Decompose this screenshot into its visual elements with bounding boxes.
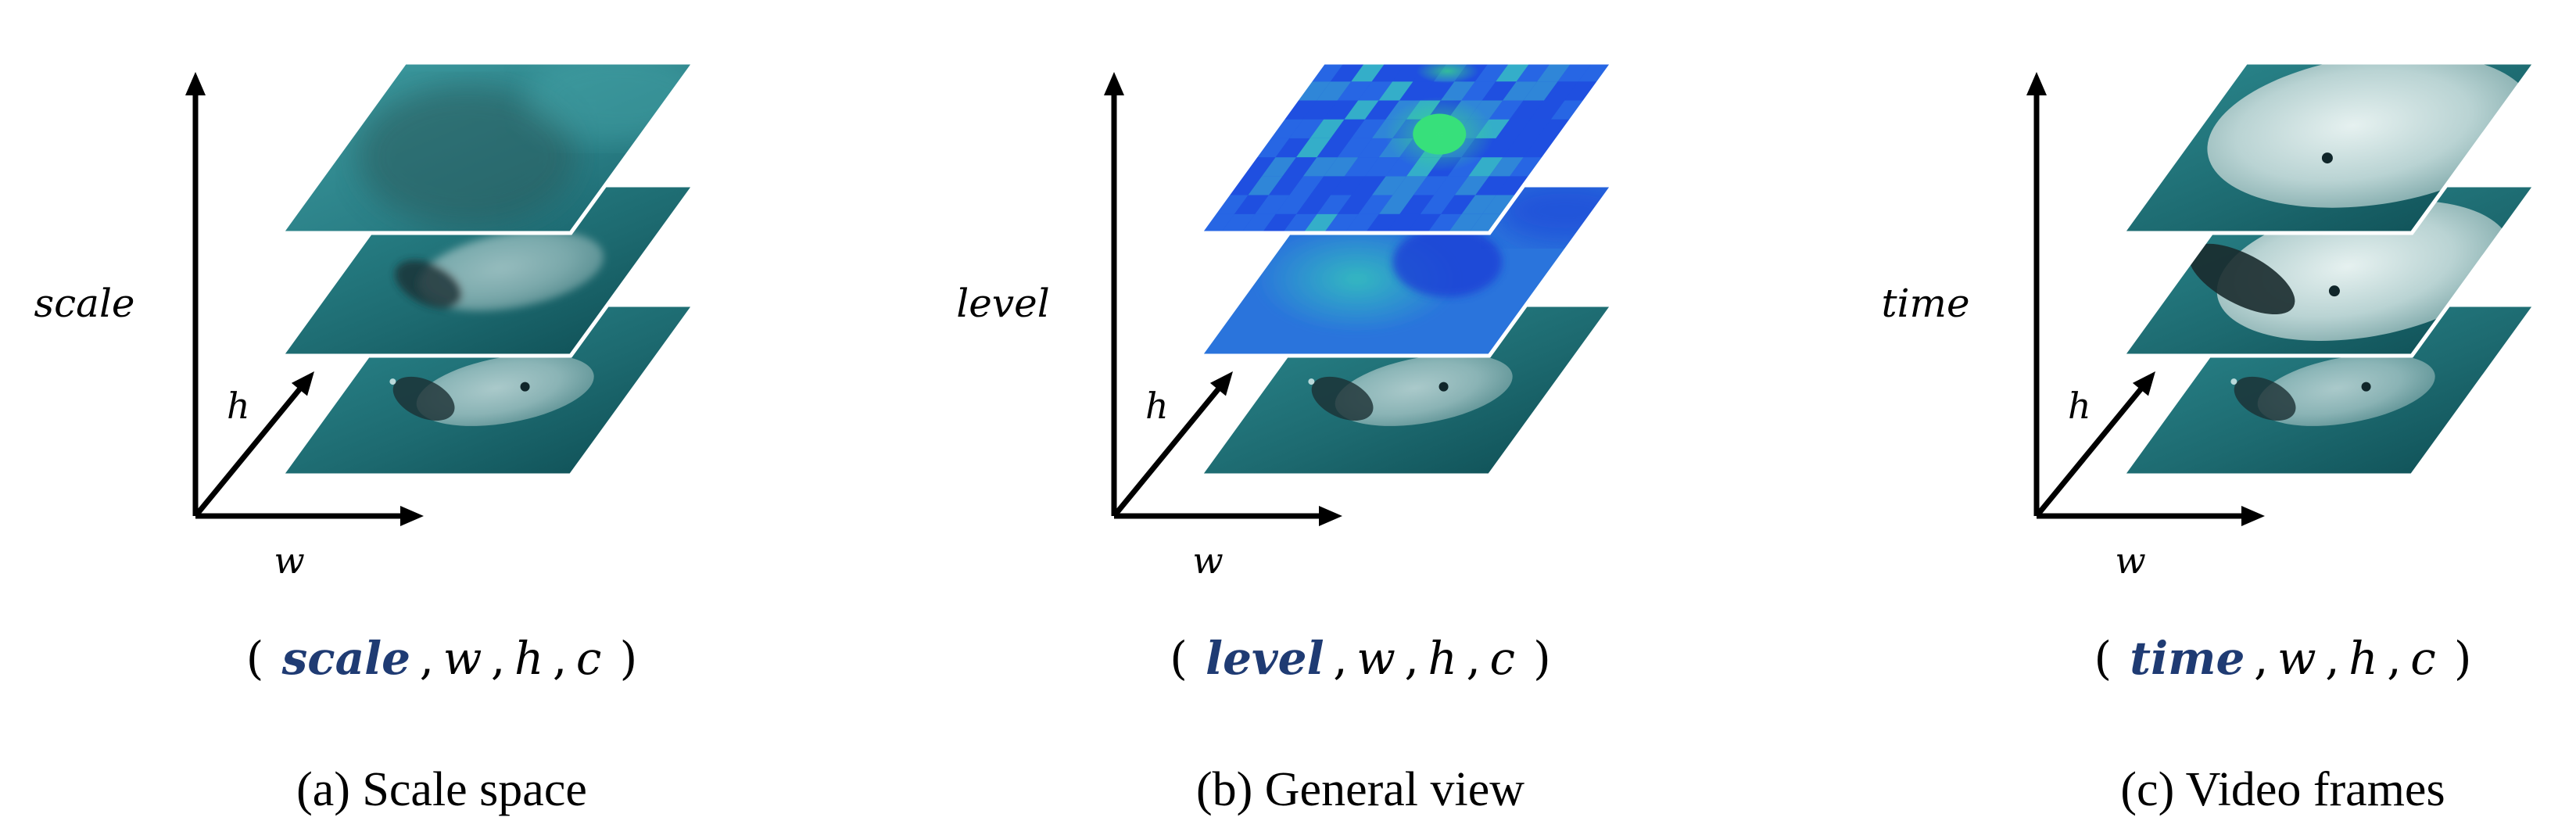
layer-coarse-feature-map: [1200, 63, 1613, 233]
tuple-dim-c: c: [1489, 632, 1514, 685]
tuple-comma: ,: [410, 632, 443, 685]
beluga-eye-shape: [2361, 382, 2371, 392]
h-axis-line: [2034, 382, 2147, 518]
tuple-open-paren: (: [2094, 632, 2130, 685]
beluga-fin-shape: [392, 376, 455, 421]
vertical-axis-arrowhead: [1104, 72, 1124, 95]
tuple-dim-c: c: [576, 632, 601, 685]
layer-stack: [2119, 60, 2539, 478]
tuple-key: time: [2130, 632, 2245, 685]
layer-beluga-close-frame: [2123, 63, 2535, 233]
beluga-fin-shape: [1311, 376, 1374, 421]
tuple-comma: ,: [482, 632, 514, 685]
w-axis-arrowhead: [2241, 506, 2265, 526]
tuple-comma: ,: [1457, 632, 1490, 685]
panel-caption: (c) Video frames: [2120, 763, 2445, 816]
w-axis-label: w: [1192, 539, 1223, 582]
h-axis-label: h: [227, 385, 250, 427]
tuple-comma: ,: [1324, 632, 1357, 685]
tuple-dim-w: w: [2277, 632, 2316, 685]
tuple-dim-h: h: [514, 632, 543, 685]
w-axis-arrowhead: [1319, 506, 1342, 526]
dimension-tuple: ( level , w , h , c ): [1170, 632, 1551, 685]
h-axis-line: [1112, 382, 1224, 518]
beluga-eye-shape: [520, 382, 530, 392]
h-axis-label: h: [1145, 385, 1169, 427]
w-axis-arrowhead: [400, 506, 424, 526]
beluga-body-shape: [418, 230, 604, 311]
h-axis-arrowhead: [291, 371, 314, 396]
tuple-close-paren: ): [2436, 632, 2472, 685]
layer-stack: [1196, 60, 1617, 478]
vertical-axis-arrowhead: [2026, 72, 2047, 95]
stack-axis-label: scale: [34, 281, 134, 326]
vertical-axis-arrowhead: [185, 72, 206, 95]
tuple-dim-w: w: [443, 632, 482, 685]
h-axis-arrowhead: [2132, 371, 2155, 396]
axes: [2026, 72, 2265, 526]
tuple-comma: ,: [2378, 632, 2411, 685]
stack-axis-label: time: [1881, 281, 1969, 326]
dimension-tuple: ( time , w , h , c ): [2094, 632, 2471, 685]
beluga-eye-shape: [1438, 382, 1449, 392]
beluga-fin-shape: [2234, 376, 2296, 421]
panel-caption: (a) Scale space: [296, 763, 587, 816]
tuple-comma: ,: [543, 632, 576, 685]
w-axis-label: w: [2115, 539, 2145, 582]
tuple-comma: ,: [2316, 632, 2349, 685]
h-axis-line: [193, 382, 306, 518]
w-axis-label: w: [274, 539, 304, 582]
tuple-comma: ,: [2245, 632, 2277, 685]
h-axis-arrowhead: [1209, 371, 1233, 396]
beluga-body-shape: [416, 354, 594, 426]
stack-axis-label: level: [956, 281, 1049, 326]
beluga-body-shape: [2257, 354, 2435, 426]
tuple-key: scale: [281, 632, 410, 685]
beluga-fin-shape: [395, 260, 463, 308]
h-axis-label: h: [2068, 385, 2091, 427]
tuple-dim-c: c: [2410, 632, 2435, 685]
tuple-close-paren: ): [1515, 632, 1551, 685]
tuple-dim-h: h: [2348, 632, 2377, 685]
tuple-open-paren: (: [246, 632, 282, 685]
tuple-close-paren: ): [601, 632, 637, 685]
tuple-key: level: [1206, 632, 1324, 685]
dimension-tuple: ( scale , w , h , c ): [246, 632, 637, 685]
tuple-open-paren: (: [1170, 632, 1206, 685]
layer-stack: [278, 60, 698, 478]
panel-caption: (b) General view: [1196, 763, 1524, 816]
beluga-body-shape: [1335, 354, 1513, 426]
axes: [185, 72, 424, 526]
tuple-dim-w: w: [1356, 632, 1395, 685]
axes: [1104, 72, 1342, 526]
tuple-comma: ,: [1395, 632, 1428, 685]
tuple-dim-h: h: [1428, 632, 1457, 685]
